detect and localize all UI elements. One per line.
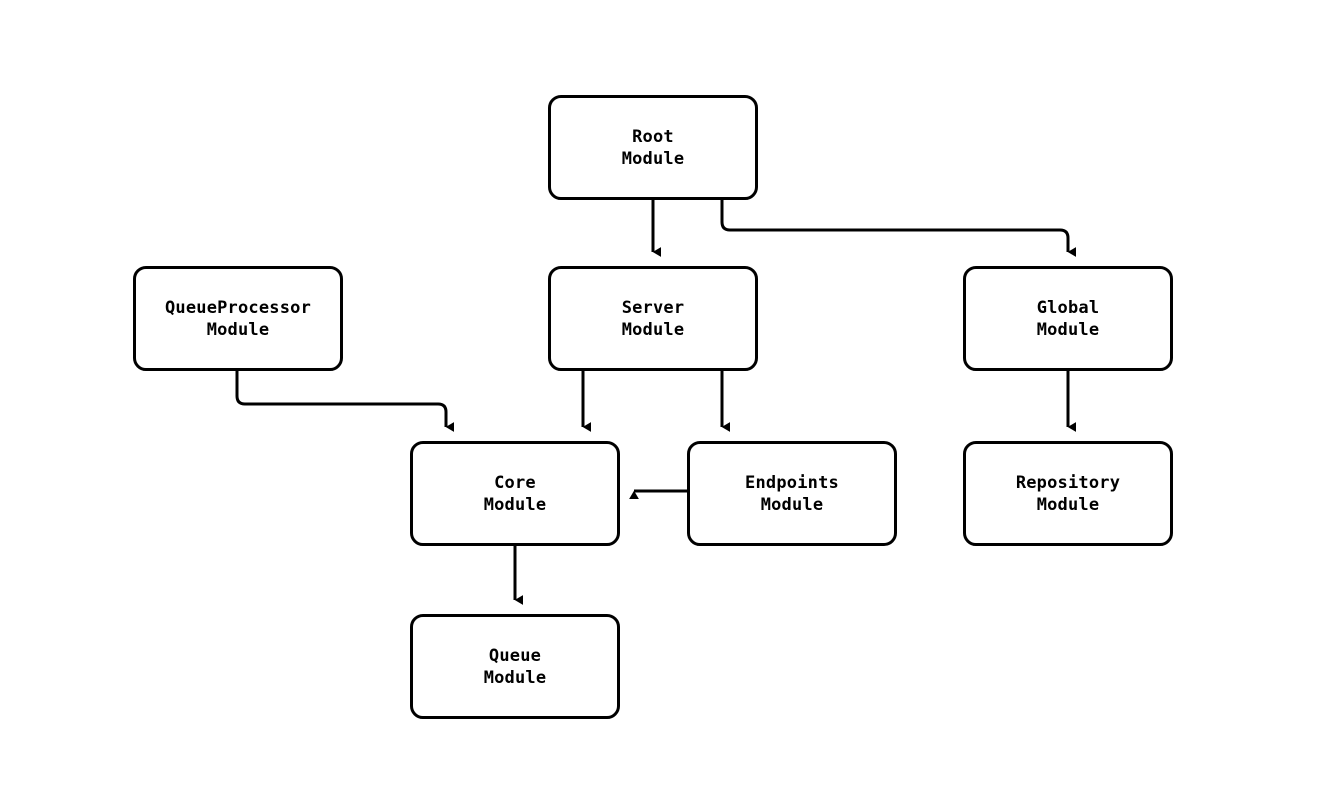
node-label-endpoints: Endpoints Module <box>745 472 839 515</box>
node-label-queue: Queue Module <box>483 645 547 688</box>
edge-queueprocessor-to-core <box>235 371 455 432</box>
node-root[interactable]: Root Module <box>548 95 758 200</box>
node-label-repository: Repository Module <box>1015 472 1121 515</box>
node-label-core: Core Module <box>483 472 547 515</box>
edge-root-to-global <box>720 200 1077 257</box>
node-server[interactable]: Server Module <box>548 266 758 371</box>
node-global[interactable]: Global Module <box>963 266 1173 371</box>
node-label-global: Global Module <box>1036 297 1100 340</box>
node-endpoints[interactable]: Endpoints Module <box>687 441 897 546</box>
node-core[interactable]: Core Module <box>410 441 620 546</box>
node-repository[interactable]: Repository Module <box>963 441 1173 546</box>
node-queueprocessor[interactable]: QueueProcessor Module <box>133 266 343 371</box>
node-label-server: Server Module <box>621 297 685 340</box>
node-label-root: Root Module <box>621 126 685 169</box>
edges-group <box>235 200 1077 605</box>
node-queue[interactable]: Queue Module <box>410 614 620 719</box>
node-label-queueprocessor: QueueProcessor Module <box>164 297 312 340</box>
